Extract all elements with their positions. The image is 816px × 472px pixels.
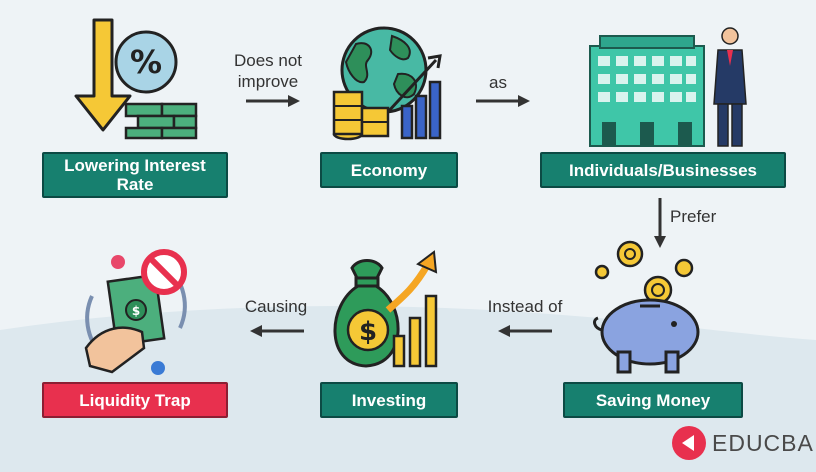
arrow-saving-to-investing — [498, 325, 552, 337]
svg-text:$: $ — [359, 317, 377, 347]
edge-label-as: as — [489, 73, 507, 92]
globe-growth-icon — [332, 26, 442, 141]
office-building-businessman-icon — [589, 27, 747, 147]
arrow-investing-to-liquidity — [250, 325, 304, 337]
edge-label-instead-of: Instead of — [487, 297, 563, 316]
arrow-individuals-to-saving — [654, 198, 666, 248]
svg-text:%: % — [130, 43, 162, 81]
node-liquidity-trap: Liquidity Trap — [42, 382, 228, 418]
node-investing: Investing — [320, 382, 458, 418]
liquidity-trap-icon: $ — [84, 249, 187, 375]
node-individuals-businesses: Individuals/Businesses — [540, 152, 786, 188]
edge-label-prefer: Prefer — [670, 207, 717, 226]
arrow-economy-to-individuals — [476, 95, 530, 107]
arrow-lowering-to-economy — [246, 95, 300, 107]
node-economy: Economy — [320, 152, 458, 188]
node-lowering-interest-rate: Lowering Interest Rate — [42, 152, 228, 198]
piggy-bank-icon — [593, 240, 700, 374]
svg-text:$: $ — [132, 304, 140, 318]
edge-label-does-not-improve: Does not improve — [233, 51, 303, 91]
edge-label-causing: Causing — [244, 297, 308, 316]
node-saving-money: Saving Money — [563, 382, 743, 418]
educba-logo-text: EDUCBA — [712, 430, 814, 456]
educba-logo-icon — [672, 426, 706, 460]
money-bag-growth-icon: $ — [333, 250, 438, 368]
percent-down-arrow-icon: % — [74, 18, 198, 140]
